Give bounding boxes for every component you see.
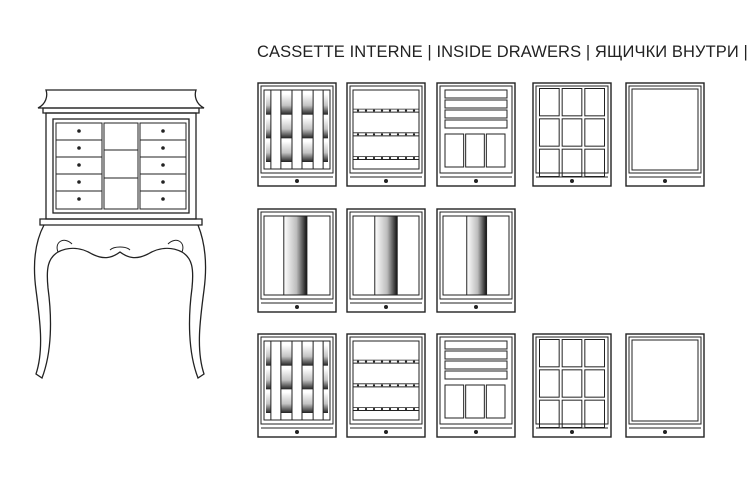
drawer-option-vertical-bar-dividers bbox=[257, 82, 337, 187]
drawer-option-grid-compartments bbox=[532, 333, 612, 438]
drawer-option-stacked-trays bbox=[436, 333, 516, 438]
drawer-option-single-partition-left bbox=[346, 208, 426, 313]
drawer-option-empty bbox=[625, 82, 705, 187]
drawer-option-vertical-bar-dividers bbox=[257, 333, 337, 438]
page-title: CASSETTE INTERNE | INSIDE DRAWERS | ЯЩИЧ… bbox=[257, 43, 748, 61]
drawer-option-grid-compartments bbox=[532, 82, 612, 187]
drawer-option-double-partition-right bbox=[257, 208, 337, 313]
drawer-option-peg-rail-shelves bbox=[346, 333, 426, 438]
drawer-option-stacked-trays bbox=[436, 82, 516, 187]
drawer-option-empty bbox=[625, 333, 705, 438]
cabinet-illustration bbox=[33, 89, 207, 379]
drawer-option-peg-rail-shelves bbox=[346, 82, 426, 187]
drawer-option-single-partition-center bbox=[436, 208, 516, 313]
